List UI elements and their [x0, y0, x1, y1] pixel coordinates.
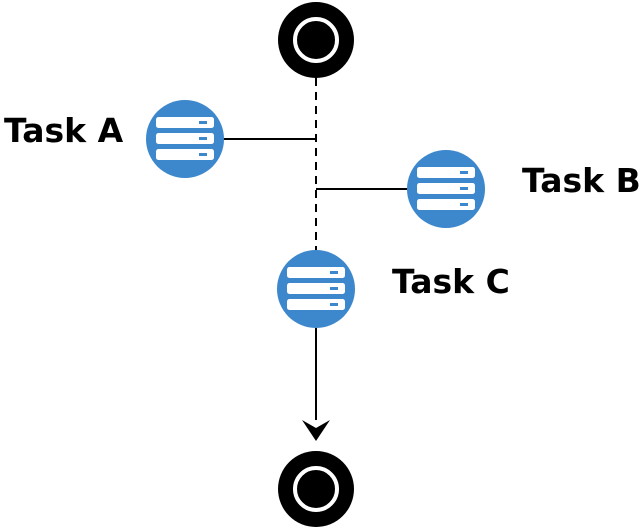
- task-b-label: Task B: [522, 161, 639, 200]
- end-node-icon[interactable]: [278, 451, 354, 527]
- server-icon: [156, 117, 214, 160]
- task-c-node[interactable]: [277, 250, 355, 328]
- task-a-label: Task A: [4, 111, 124, 150]
- server-icon: [417, 167, 475, 210]
- start-node-icon[interactable]: [278, 2, 354, 78]
- task-c-label: Task C: [392, 262, 510, 301]
- arrowhead-icon: [302, 420, 330, 441]
- server-icon: [287, 267, 345, 310]
- task-b-node[interactable]: [407, 150, 485, 228]
- task-a-node[interactable]: [146, 100, 224, 178]
